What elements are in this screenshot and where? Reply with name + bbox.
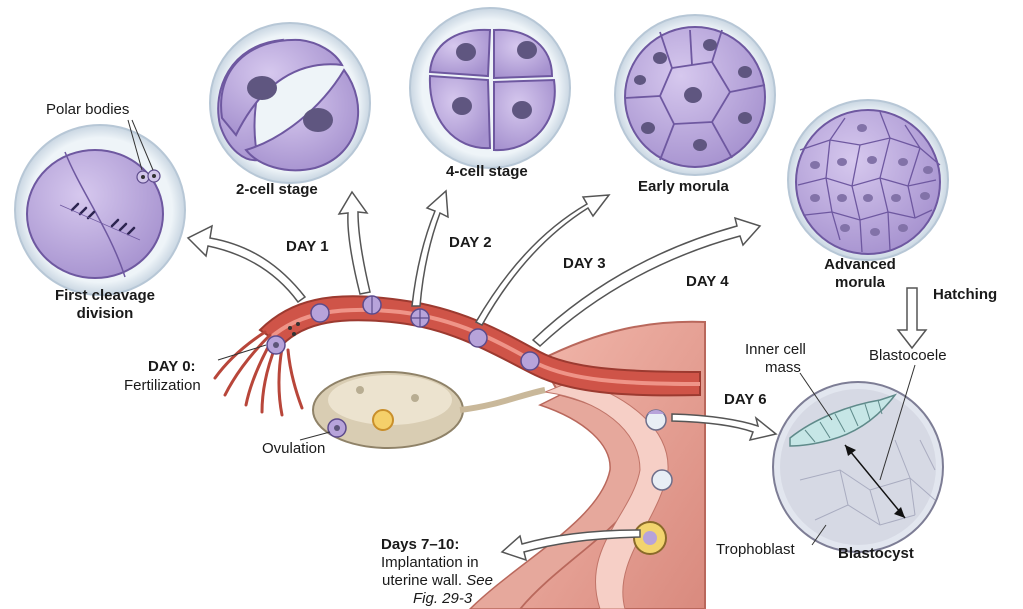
implantation-text: uterine wall. (382, 572, 463, 589)
uterine-cavity (543, 379, 669, 609)
day4-label: DAY 4 (686, 273, 729, 290)
inner-cell-mass-cells (804, 399, 883, 443)
fertilization-label: Fertilization (124, 377, 201, 394)
ovulated-oocyte-nucleus (334, 425, 340, 431)
spindle-axis (59, 204, 141, 241)
early-morula-embryo (614, 14, 776, 176)
arrow-2cell (337, 190, 371, 295)
tube-1cell (310, 303, 330, 323)
fimbriae (213, 330, 304, 417)
implanted-embryo-core (643, 531, 657, 545)
ovulation-label: Ovulation (262, 440, 326, 457)
uterus-blastocyst (645, 409, 667, 431)
arrow-hatching (896, 287, 928, 350)
implantation-label-line2: uterine wall. See (382, 572, 493, 590)
nucleus (517, 41, 537, 59)
advanced-morula-cell-borders (797, 111, 941, 253)
polar-bodies-label: Polar bodies (46, 101, 130, 118)
polar-body-nucleus (141, 175, 145, 179)
blastocoele-label: Blastocoele (869, 347, 947, 364)
trophoblast-cell-borders (799, 439, 936, 526)
first-cleavage-embryo (14, 119, 186, 296)
ovary-follicle-small (411, 394, 419, 402)
sperm-head (288, 326, 292, 330)
blastomere-bottom (244, 68, 360, 172)
tube-zygote-nucleus (273, 342, 279, 348)
inner-cell-mass-leader (799, 372, 833, 421)
day3-label: DAY 3 (563, 255, 606, 272)
nucleus (303, 108, 333, 132)
hatching-label: Hatching (933, 286, 998, 303)
implantation-see: See (466, 572, 493, 589)
tube-early-morula (468, 328, 488, 348)
first-cleavage-label-line1: First cleavage (54, 287, 156, 304)
arrowhead (845, 445, 856, 456)
inner-cell-mass-label-line1: Inner cell (745, 341, 806, 358)
first-cleavage-label-line2: division (76, 305, 134, 322)
advanced-morula-label-line2: morula (834, 274, 885, 291)
uterus-hatched-blastocyst (651, 469, 673, 491)
two-cell-embryo (209, 22, 371, 184)
morula-nuclei (634, 39, 752, 151)
blastocoele-leader (879, 364, 916, 481)
ovary-follicle-small (356, 386, 364, 394)
four-cell-embryo (409, 7, 571, 169)
advanced-morula-nuclei (810, 124, 933, 236)
nucleus (452, 97, 472, 115)
polar-bodies-leader (127, 119, 143, 171)
arrow-first-cleavage (186, 224, 307, 304)
nucleus (512, 101, 532, 119)
ovulation-leader (299, 431, 331, 441)
day0-label: DAY 0: (148, 358, 196, 375)
inner-cell-mass (789, 393, 898, 447)
sperm-head (296, 322, 300, 326)
day1-label: DAY 1 (286, 238, 329, 255)
nucleus (456, 43, 476, 61)
polar-body-nucleus (152, 174, 156, 178)
days-7-10-label: Days 7–10: (381, 536, 460, 553)
blastocyst-embryo (772, 364, 944, 553)
implantation-fig-ref: Fig. 29-3 (413, 590, 473, 607)
nucleus (247, 76, 277, 100)
four-cell-label: 4-cell stage (446, 163, 528, 180)
inner-cell-mass-label-line2: mass (765, 359, 801, 376)
sperm-head (292, 332, 296, 336)
ovarian-ligament (459, 387, 546, 413)
tube-advanced-morula (520, 351, 540, 371)
blastocyst-label: Blastocyst (838, 545, 914, 562)
polar-bodies-leader (131, 119, 154, 171)
arrow-4cell (411, 189, 449, 307)
arrow-advanced-morula (531, 216, 762, 348)
day6-label: DAY 6 (724, 391, 767, 408)
uterus-blastocyst-inner-mass (648, 410, 664, 414)
advanced-morula-label-line1: Advanced (824, 256, 896, 273)
cleavage-furrow (64, 151, 126, 278)
arrow-implantation (500, 529, 641, 562)
mitotic-spindle (70, 202, 136, 236)
blastocyst-diameter-arrow (844, 444, 906, 519)
arrow-day6 (671, 413, 778, 442)
stage-arrows (186, 189, 928, 562)
two-cell-label: 2-cell stage (236, 181, 318, 198)
trophoblast-leader (811, 524, 827, 546)
early-morula-label: Early morula (638, 178, 729, 195)
arrow-early-morula (474, 194, 611, 326)
morula-cell-borders (624, 29, 766, 161)
embryos-in-tube (266, 295, 673, 555)
arrowhead (894, 507, 905, 518)
cleaving-cell (26, 149, 164, 279)
implantation-label-line1: Implantation in (381, 554, 479, 571)
trophoblast-label: Trophoblast (716, 541, 795, 558)
day2-label: DAY 2 (449, 234, 492, 251)
follicle (372, 409, 394, 431)
advanced-morula-embryo (787, 99, 949, 261)
day0-leader (217, 344, 267, 361)
